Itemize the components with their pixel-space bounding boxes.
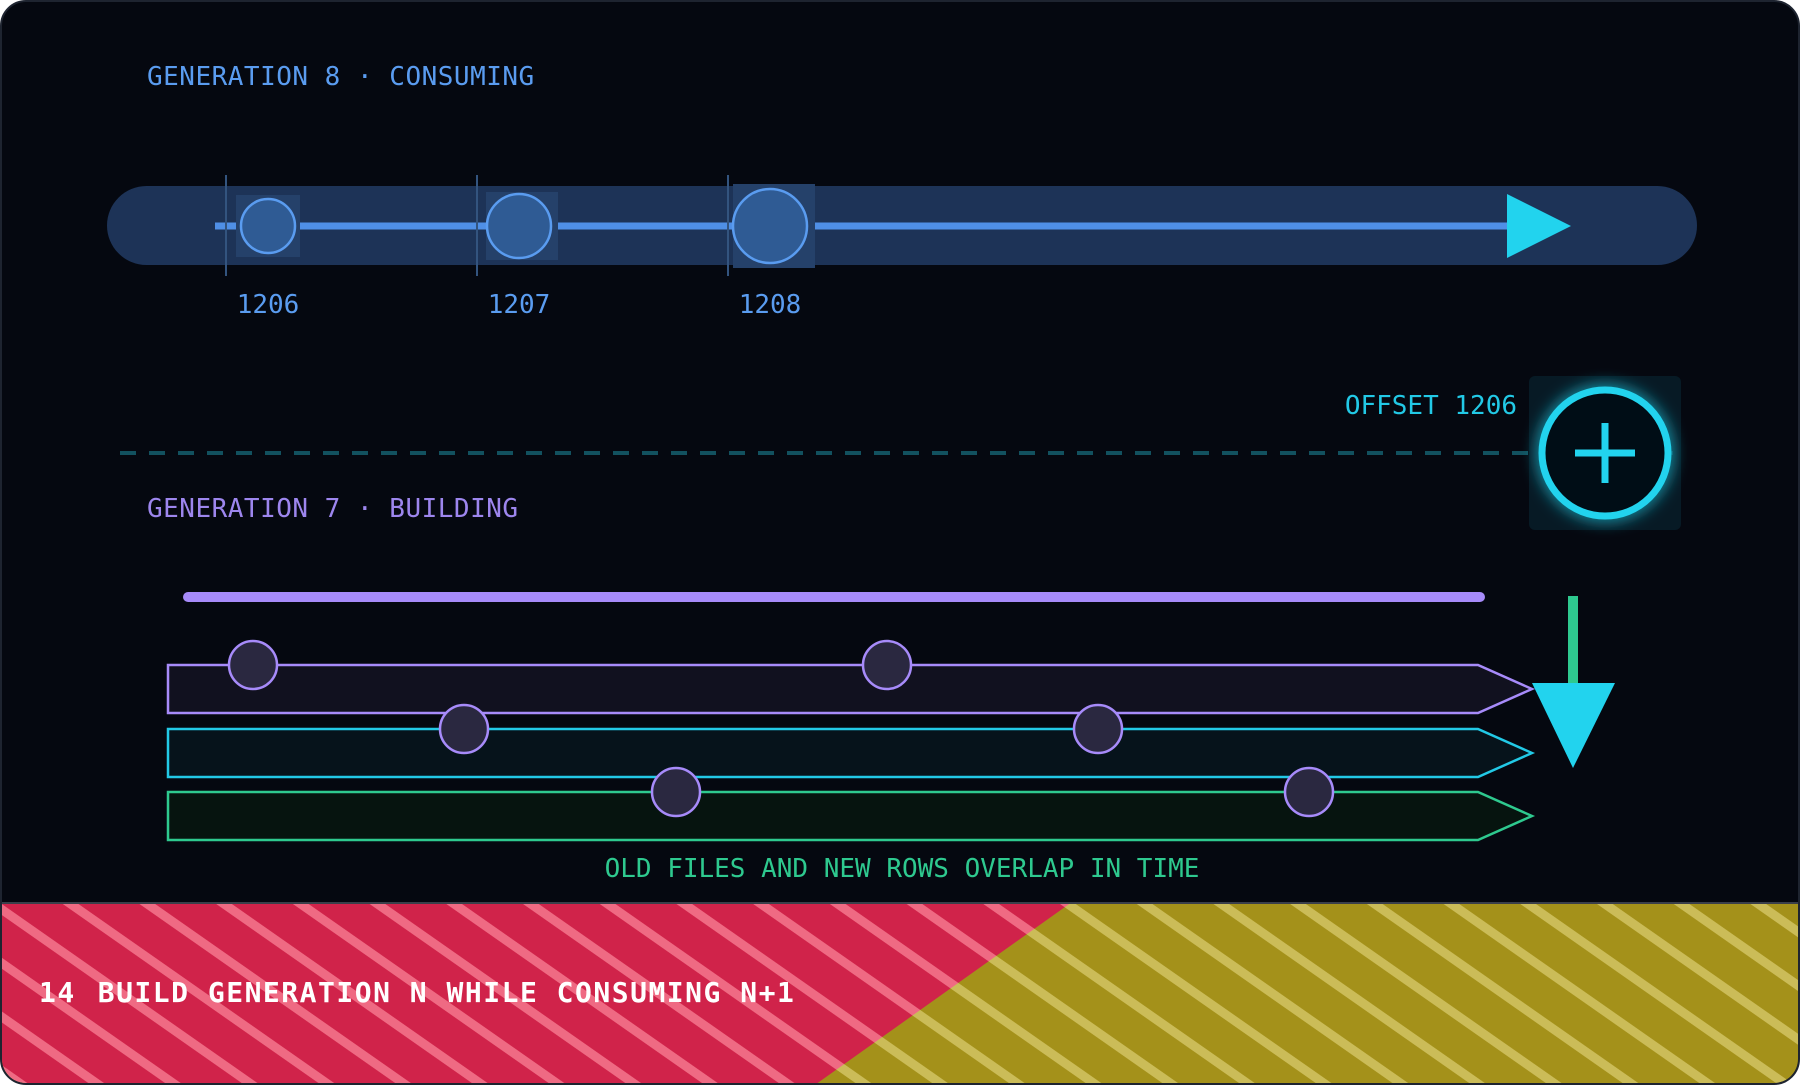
- offset-dot-1208: [731, 187, 809, 265]
- cursor-offset-label: OFFSET 1206: [1344, 391, 1517, 421]
- building-generation-label: GENERATION 7 · BUILDING: [147, 494, 519, 524]
- file-dot: [861, 639, 913, 691]
- footer-banner-bg: [2, 902, 1798, 1083]
- lane-3: [166, 790, 1536, 842]
- file-dots: [227, 639, 1335, 818]
- consuming-generation-label: GENERATION 8 · CONSUMING: [147, 62, 535, 92]
- offset-tick-1206: [225, 175, 300, 276]
- timeline-arrowhead: [1507, 194, 1571, 258]
- cursor-marker: [1529, 376, 1681, 530]
- file-dot: [438, 703, 490, 755]
- lane-1: [166, 663, 1536, 715]
- offset-label-1206: 1206: [236, 290, 300, 320]
- overlap-caption: OLD FILES AND NEW ROWS OVERLAP IN TIME: [604, 854, 1200, 884]
- footer-banner: 14 BUILD GENERATION N WHILE CONSUMING N+1: [2, 902, 1798, 1083]
- handoff-arrow: [1532, 596, 1615, 768]
- plus-icon: [1575, 423, 1635, 483]
- file-dot: [227, 639, 279, 691]
- building-section: [166, 592, 1615, 842]
- file-dot: [1283, 766, 1335, 818]
- offset-dot-1207: [485, 192, 553, 260]
- file-dot: [1072, 703, 1124, 755]
- offset-label-1208: 1208: [738, 290, 802, 320]
- offset-tick-1208: [727, 175, 815, 276]
- lane-2: [166, 727, 1536, 779]
- consuming-timeline: [107, 175, 1697, 276]
- offset-label-1207: 1207: [487, 290, 551, 320]
- offset-dot-1206: [239, 197, 297, 255]
- step-number: 14: [39, 976, 76, 1009]
- offset-tick-1207: [476, 175, 558, 276]
- footer-title-row: 14 BUILD GENERATION N WHILE CONSUMING N+1: [39, 976, 795, 1009]
- file-dot: [650, 766, 702, 818]
- step-title: BUILD GENERATION N WHILE CONSUMING N+1: [97, 976, 796, 1009]
